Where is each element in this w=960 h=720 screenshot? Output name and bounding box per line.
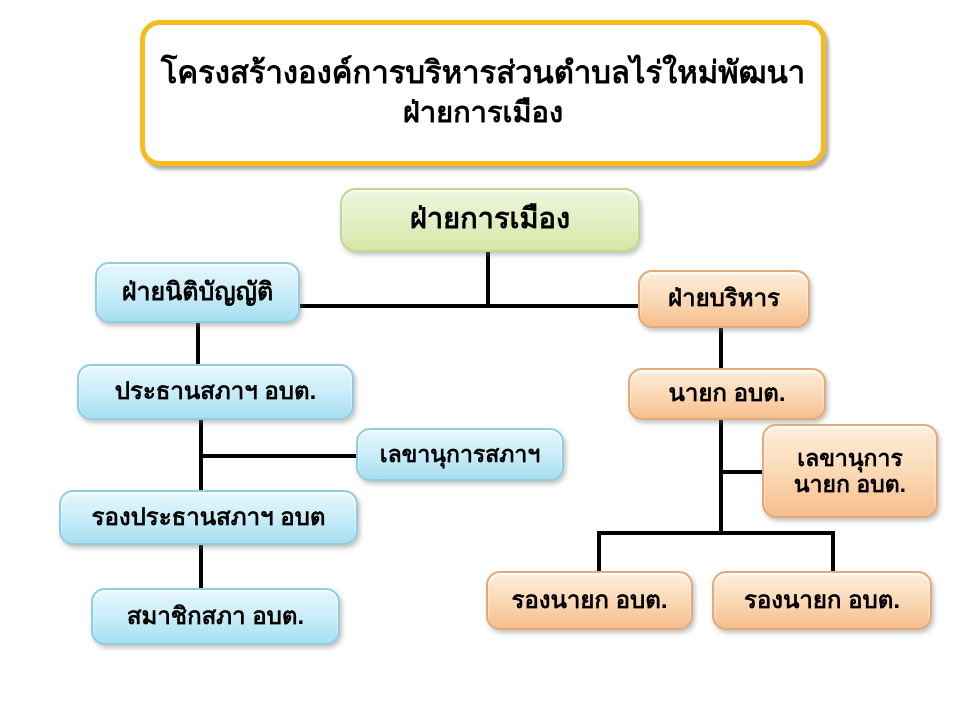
connector-root-vertical (486, 252, 490, 308)
connector-deputy-left-down (597, 531, 601, 573)
node-deputy-mayor-right: รองนายก อบต. (712, 571, 932, 630)
node-mayor-label: นายก อบต. (668, 380, 786, 408)
node-executive-division: ฝ่ายบริหาร (638, 270, 810, 328)
node-council-chairman: ประธานสภาฯ อบต. (77, 364, 354, 420)
connector-legislative-down (196, 323, 200, 366)
connector-executive-down (719, 328, 723, 370)
node-council-secretary-label: เลขานุการสภาฯ (379, 441, 541, 468)
node-council-vice-chairman: รองประธานสภาฯ อบต (59, 490, 358, 545)
node-mayor-secretary: เลขานุการ นายก อบต. (762, 424, 938, 518)
node-council-member-label: สมาชิกสภา อบต. (126, 602, 305, 630)
node-deputy-mayor-left-label: รองนายก อบต. (511, 586, 668, 614)
connector-mayor-down (719, 420, 723, 535)
node-council-member: สมาชิกสภา อบต. (91, 588, 340, 645)
node-mayor-secretary-label-line2: นายก อบต. (793, 471, 907, 497)
node-deputy-mayor-right-label: รองนายก อบต. (743, 586, 901, 614)
node-mayor: นายก อบต. (628, 368, 826, 420)
connector-mayor-secretary-branch (719, 470, 763, 474)
connector-council-secretary-branch (199, 454, 357, 458)
node-council-secretary: เลขานุการสภาฯ (356, 428, 564, 481)
node-deputy-mayor-left: รองนายก อบต. (486, 571, 693, 630)
node-council-vice-chairman-label: รองประธานสภาฯ อบต (91, 503, 326, 531)
connector-vice-chairman-down (199, 545, 203, 590)
chart-title-line2: ฝ่ายการเมือง (402, 97, 564, 130)
connector-deputy-right-down (831, 531, 835, 573)
node-political-division: ฝ่ายการเมือง (340, 188, 640, 252)
connector-deputies-horizontal (597, 531, 835, 535)
node-mayor-secretary-label-line1: เลขานุการ (797, 444, 903, 471)
node-political-division-label: ฝ่ายการเมือง (409, 203, 571, 236)
chart-title-box: โครงสร้างองค์การบริหารส่วนตำบลไร่ใหม่พัฒ… (140, 20, 826, 166)
chart-title-line1: โครงสร้างองค์การบริหารส่วนตำบลไร่ใหม่พัฒ… (160, 55, 806, 90)
node-legislative-division-label: ฝ่ายนิติบัญญัติ (121, 278, 274, 307)
node-legislative-division: ฝ่ายนิติบัญญัติ (95, 262, 300, 323)
node-executive-division-label: ฝ่ายบริหาร (668, 285, 780, 313)
node-council-chairman-label: ประธานสภาฯ อบต. (114, 378, 317, 406)
connector-root-horizontal (300, 304, 640, 308)
